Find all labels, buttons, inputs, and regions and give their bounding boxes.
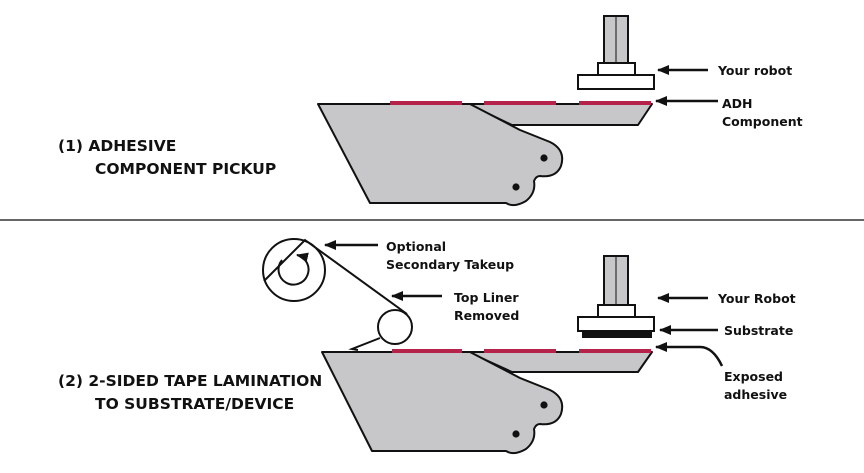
robot-mount-block — [597, 62, 636, 76]
label-adh-component-line1: ADH — [722, 96, 753, 111]
label-removed-line2: Removed — [454, 308, 519, 323]
feeder-mount-hole — [512, 430, 520, 438]
label-optional-line1: Optional — [386, 239, 446, 254]
feeder-mount-hole — [540, 154, 548, 162]
adhesive-pad — [484, 101, 556, 105]
liner-takeup-system — [262, 238, 413, 351]
takeup-rotation-icon — [277, 252, 310, 286]
panel2-title-line1: (2) 2-SIDED TAPE LAMINATION — [58, 372, 322, 390]
label-exposed-line1: Exposed — [724, 369, 783, 384]
top-liner-roll — [377, 309, 413, 345]
feeder-mount-hole — [512, 183, 520, 191]
label-your-robot: Your robot — [717, 63, 792, 78]
robot-end-effector — [577, 15, 655, 90]
adhesive-pad — [390, 101, 462, 105]
panel-tape-lamination: Optional Secondary Takeup Top Liner Remo… — [58, 238, 796, 455]
robot-mount-block — [597, 304, 636, 318]
panel-adhesive-component-pickup: Your robot ADH Component (1) ADHESIVE CO… — [58, 15, 803, 207]
secondary-takeup-roll — [262, 238, 326, 302]
substrate — [582, 332, 652, 338]
feeder-body — [317, 103, 653, 207]
adhesive-pads — [392, 349, 651, 353]
label-top-liner-line1: Top Liner — [454, 290, 519, 305]
adhesive-pad — [579, 349, 651, 353]
adhesive-pad — [579, 101, 651, 105]
adhesive-pads — [390, 101, 651, 105]
feeder-main-body — [321, 351, 564, 455]
label-your-robot: Your Robot — [717, 291, 796, 306]
panel1-title-line1: (1) ADHESIVE — [58, 137, 176, 155]
label-secondary-takeup-line2: Secondary Takeup — [386, 257, 514, 272]
liner-path — [263, 238, 408, 315]
robot-end-effector — [577, 255, 655, 338]
adhesive-pad — [392, 349, 462, 353]
arrow-exposed-adhesive — [655, 342, 724, 367]
feeder-main-body — [317, 103, 564, 207]
label-adh-component-line2: Component — [722, 114, 803, 129]
feeder-body — [321, 351, 653, 455]
robot-pickup-plate — [577, 316, 655, 332]
panel2-title-line2: TO SUBSTRATE/DEVICE — [95, 395, 294, 413]
panel1-title-line2: COMPONENT PICKUP — [95, 160, 276, 178]
feeder-mount-hole — [540, 401, 548, 409]
liner-path-lower — [348, 337, 381, 351]
adhesive-pad — [484, 349, 556, 353]
label-adhesive-line2: adhesive — [724, 387, 787, 402]
label-substrate: Substrate — [724, 323, 793, 338]
robot-pickup-plate — [577, 74, 655, 90]
